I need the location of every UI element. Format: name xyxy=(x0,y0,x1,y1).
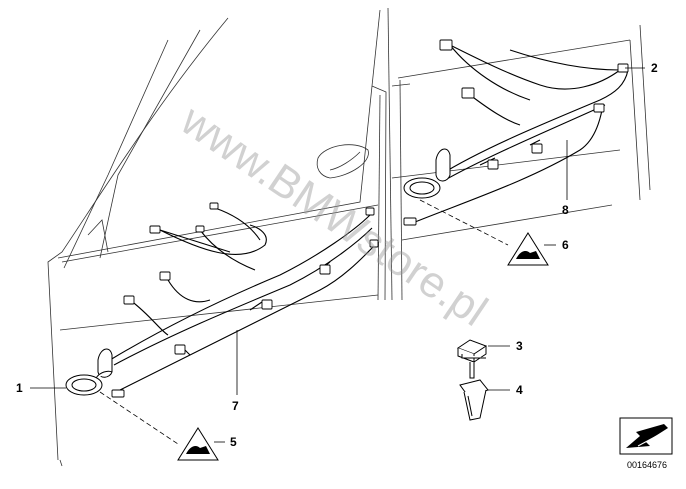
rear-door-grommet xyxy=(403,148,451,199)
callout-2: 2 xyxy=(651,61,658,75)
callout-leader-lines xyxy=(30,67,645,443)
reference-dashed-lines xyxy=(99,199,509,445)
direction-arrow-icon xyxy=(619,417,673,455)
bolt-part xyxy=(456,339,488,379)
document-number: 00164676 xyxy=(627,460,667,470)
callout-6: 6 xyxy=(562,238,569,252)
callout-7: 7 xyxy=(232,399,239,413)
front-harness-connectors xyxy=(111,202,379,398)
rear-harness-connectors xyxy=(403,39,629,226)
warning-triangle-rear-icon xyxy=(507,232,549,266)
rear-door-wiring-harness xyxy=(414,44,629,223)
callout-5: 5 xyxy=(230,435,237,449)
callout-1: 1 xyxy=(16,381,23,395)
callout-8: 8 xyxy=(562,203,569,217)
front-door-grommet xyxy=(65,348,113,396)
callout-3: 3 xyxy=(516,339,523,353)
clip-nut-part xyxy=(459,379,489,421)
warning-triangle-front-icon xyxy=(177,427,219,461)
callout-4: 4 xyxy=(516,383,523,397)
front-door-outline xyxy=(47,9,387,467)
front-door-wiring-harness xyxy=(109,207,376,391)
rear-door-outline xyxy=(387,7,651,301)
